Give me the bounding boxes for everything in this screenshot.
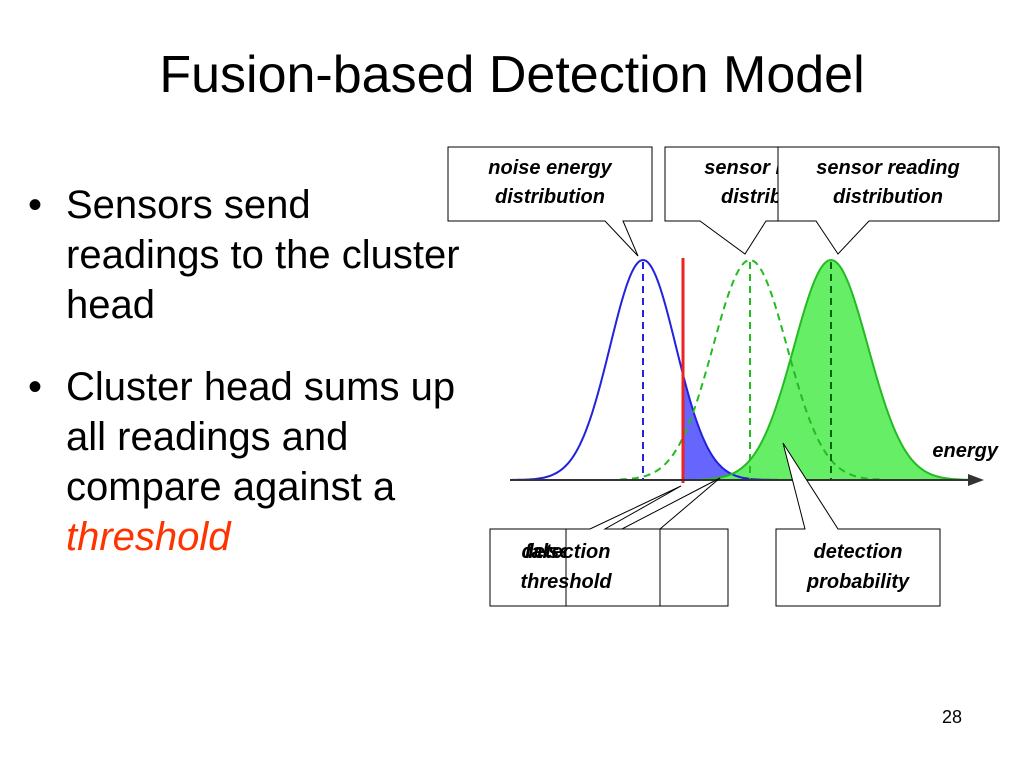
bullet-item: • Sensors send readings to the cluster h… <box>28 180 468 330</box>
energy-axis-label: energy <box>932 440 998 462</box>
bullet-list: • Sensors send readings to the cluster h… <box>28 180 468 562</box>
noise-energy-callout: noise energy distribution <box>447 146 653 257</box>
axis-arrow-icon <box>968 474 984 486</box>
svg-text:distribution: distribution <box>495 186 605 208</box>
svg-text:detection: detection <box>814 541 903 563</box>
noise-distribution-curve <box>512 259 778 481</box>
sensor-reading-callout: sensor reading distribution <box>777 146 1000 255</box>
bullet-item: • Cluster head sums up all readings and … <box>28 362 468 562</box>
page-number: 28 <box>941 707 962 727</box>
sensor-distribution-curve <box>699 259 970 481</box>
slide-title: Fusion-based Detection Model <box>159 46 865 104</box>
bullet-dot-icon: • <box>28 183 43 227</box>
threshold-emphasis: threshold <box>66 515 231 559</box>
sensor-distribution-curve-dashed <box>619 258 885 481</box>
detection-probability-region <box>700 260 970 480</box>
detection-probability-callout: detection probability <box>775 442 941 607</box>
false-alarm-region <box>683 374 778 480</box>
svg-text:detection: detection <box>522 541 611 563</box>
svg-text:probability: probability <box>806 571 910 593</box>
bullet-text: Cluster head sums up all readings and co… <box>66 365 456 509</box>
svg-text:noise energy: noise energy <box>488 157 612 179</box>
svg-text:sensor reading: sensor reading <box>816 157 959 179</box>
svg-text:threshold: threshold <box>520 571 612 593</box>
bullet-dot-icon: • <box>28 365 43 409</box>
detection-threshold-callout: detection threshold <box>520 485 682 607</box>
svg-text:distribution: distribution <box>833 186 943 208</box>
bullet-text: Sensors send readings to the cluster hea… <box>66 183 460 327</box>
